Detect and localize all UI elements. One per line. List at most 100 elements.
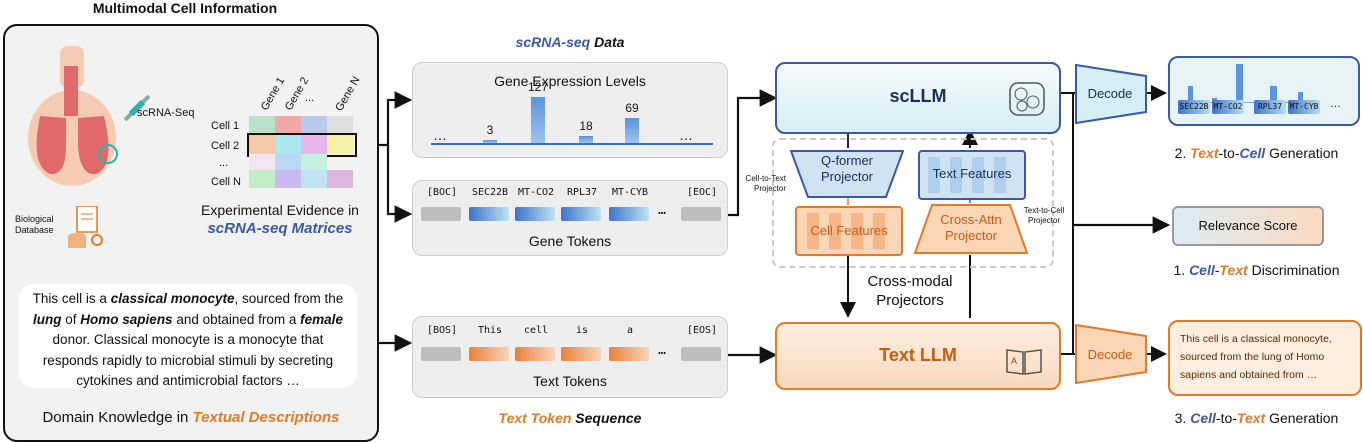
domain-emph: Textual Descriptions: [192, 409, 340, 426]
projectors-region: [772, 138, 1054, 268]
token-label: [BOC]: [426, 187, 458, 198]
evidence-line2: scRNA-seq Matrices: [207, 220, 353, 237]
gene-header: Gene N: [333, 74, 363, 114]
cell-row-label: Cell 1: [211, 120, 240, 132]
token-block: [515, 207, 555, 221]
lungs-icon: [28, 46, 118, 186]
scllm-box: scLLM: [775, 62, 1061, 134]
task2-num: 2.: [1174, 145, 1191, 161]
task2-b: -to-: [1218, 145, 1240, 161]
cells-icon: [1009, 82, 1045, 116]
cross-attn-label: Cross-Attn Projector: [940, 212, 1002, 243]
token-block: [515, 347, 555, 361]
task3-d: Generation: [1265, 410, 1339, 426]
token-block: [421, 207, 461, 221]
description-box: This cell is a classical monocyte, sourc…: [19, 284, 357, 388]
expression-bar: [579, 136, 593, 143]
ellipsis-right: …: [679, 127, 693, 143]
evidence-line1: Experimental Evidence in: [201, 202, 359, 218]
token-label: …: [658, 343, 666, 358]
scrna-seq-label: scRNA-Seq: [137, 107, 195, 119]
token-label: …: [658, 203, 666, 218]
text-features-label: Text Features: [932, 166, 1012, 181]
decode-top-shape: [1075, 64, 1147, 124]
expression-matrix: [247, 116, 361, 190]
token-block: [681, 207, 721, 221]
decode-bottom-label: Decode: [1087, 347, 1133, 362]
qformer-shape: [790, 150, 904, 198]
relevance-label: Relevance Score: [1198, 218, 1298, 233]
decode-top-label: Decode: [1087, 86, 1133, 101]
caption-orange: Text Token: [498, 410, 572, 426]
token-label: [EOC]: [686, 187, 718, 198]
task2-caption: 2. Text-to-Cell Generation: [1150, 145, 1363, 161]
expression-bar: [625, 118, 639, 143]
task3-num: 3.: [1174, 410, 1191, 426]
scllm-label: scLLM: [889, 86, 947, 106]
generated-text: This cell is a classical monocyte, sourc…: [1180, 333, 1332, 381]
task1-caption: 1. Cell-Text Discrimination: [1150, 262, 1363, 278]
token-label: SEC22B: [471, 187, 509, 198]
svg-text:A: A: [1011, 356, 1017, 366]
token-block: [561, 207, 601, 221]
matrix-to-tokens-arrow: [386, 145, 413, 223]
text-token-caption: Text Token Sequence: [460, 410, 680, 426]
token-block: [681, 347, 721, 361]
token-label: MT-CYB: [611, 187, 649, 198]
token-block: [609, 347, 649, 361]
output-gene-pill: SEC22B: [1178, 100, 1210, 114]
token-label: [BOS]: [426, 325, 458, 336]
task3-c: Text: [1236, 410, 1266, 426]
gene-to-scllm-arrow: [726, 89, 778, 217]
scrna-title-italic: scRNA-seq: [515, 34, 591, 50]
task3-b: -to-: [1215, 410, 1237, 426]
output-gene-pill: MT-CYB: [1288, 100, 1320, 114]
text-tokens-title: Text Tokens: [533, 373, 607, 389]
text-llm-label: Text LLM: [879, 345, 957, 365]
task1-c: Text: [1219, 262, 1248, 278]
database-icon: [68, 206, 103, 248]
expression-bar: [531, 97, 545, 143]
token-label: is: [575, 325, 589, 336]
text-features-box: Text Features: [918, 150, 1026, 200]
task2-a: Text: [1190, 145, 1219, 161]
gene-expression-title: Gene Expression Levels: [494, 73, 646, 89]
bio-db-label: Biological Database: [15, 214, 54, 235]
gene-tokens-title: Gene Tokens: [528, 233, 612, 249]
task2-c: Cell: [1239, 145, 1266, 161]
baseline: [431, 143, 713, 145]
gene-headers: Gene 1 Gene 2 ... Gene N: [249, 66, 363, 116]
domain-prefix: Domain Knowledge in: [42, 409, 193, 426]
cell-to-text-label: Cell-to-Text Projector: [745, 174, 786, 193]
relevance-score-box: Relevance Score: [1172, 206, 1324, 246]
cell-row-label: Cell N: [211, 176, 241, 188]
token-block: [421, 347, 461, 361]
expression-bar: [483, 140, 497, 143]
text-llm-box: Text LLM A: [775, 322, 1061, 390]
task3-a: Cell: [1190, 410, 1216, 426]
task2-d: Generation: [1265, 145, 1339, 161]
multimodal-panel: scRNA-Seq Gene 1 Gene 2 ... Gene N Cell …: [3, 24, 379, 442]
text-to-cell-label: Text-to-Cell Projector: [1023, 206, 1065, 225]
cell-features-box: Cell Features: [795, 206, 903, 256]
expression-bar-label: 69: [625, 101, 639, 115]
expression-bar-label: 127: [527, 80, 549, 94]
token-label: cell: [523, 325, 549, 336]
token-label: a: [626, 325, 634, 336]
output-gene-pill: …: [1330, 98, 1341, 110]
gene-header: ...: [305, 92, 315, 104]
description-text: This cell is a classical monocyte, sourc…: [32, 291, 344, 388]
domain-knowledge-caption: Domain Knowledge in Textual Descriptions: [5, 409, 377, 426]
task1-num: 1.: [1173, 262, 1190, 278]
task1-d: Discrimination: [1247, 262, 1340, 278]
cross-modal-label: Cross-modal Projectors: [867, 273, 953, 309]
token-block: [561, 347, 601, 361]
cell-to-text-output-box: This cell is a classical monocyte, sourc…: [1168, 320, 1362, 396]
decode-bottom-shape: [1075, 324, 1147, 384]
task1-a: Cell: [1189, 262, 1215, 278]
qformer-label: Q-former Projector: [820, 153, 874, 184]
